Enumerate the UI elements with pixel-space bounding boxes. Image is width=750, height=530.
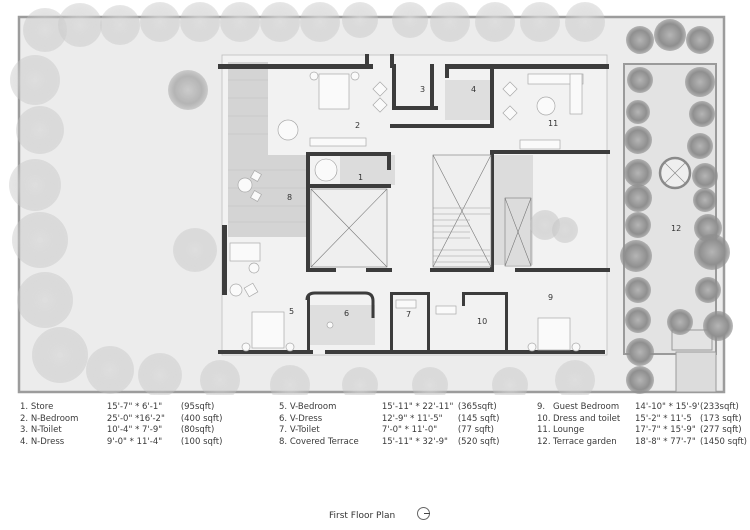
legend-area: (77 sqft) (457, 425, 494, 436)
sofa-icon (229, 242, 261, 262)
terrace-garden (620, 19, 733, 394)
room-legend-column-1: 1. Store 15'-7" * 6'-1" (95sqft) 2. N-Bedr… (20, 402, 222, 448)
legend-area: (400 sqft) (180, 413, 223, 424)
legend-num: 4. (20, 436, 29, 447)
legend-row: 9. Guest Bedroom 14'-10" * 15'-9'(233sqft) (537, 402, 747, 414)
north-arrow-icon (417, 507, 430, 520)
legend-dimensions: 18'-8" * 77'-7" (635, 436, 696, 447)
legend-room-name: Dress and toilet (553, 413, 621, 424)
courtyard-tree (530, 210, 578, 243)
legend-row: 5. V-Bedroom 15'-11" * 22'-11"(365sqft) (279, 402, 499, 414)
legend-area: (80sqft) (180, 425, 215, 436)
legend-area: (277 sqft) (700, 425, 742, 436)
room-label-12: 12 (671, 224, 681, 233)
legend-row: 11.Lounge 17'-7" * 15'-9" (277 sqft) (537, 425, 747, 437)
legend-room-name: Store (30, 402, 54, 412)
legend-dimensions: 14'-10" * 15'-9' (635, 402, 700, 412)
legend-room-name: Guest Bedroom (553, 402, 620, 412)
legend-num: 6. (279, 413, 288, 424)
legend-row: 1. Store 15'-7" * 6'-1" (95sqft) (20, 402, 222, 414)
legend-num: 7. (279, 425, 288, 436)
legend-dimensions: 15'-11" * 22'-11" (381, 402, 454, 412)
room-label-11: 11 (548, 119, 558, 128)
room-label-9: 9 (548, 293, 553, 302)
bed-icon (251, 311, 285, 349)
left-garden-trees (9, 2, 605, 395)
legend-dimensions: 15'-7" * 6'-1" (106, 402, 163, 412)
legend-dimensions: 25'-0" *16'-2" (106, 413, 165, 424)
walls (218, 54, 610, 354)
room-legend-column-2: 5. V-Bedroom 15'-11" * 22'-11"(365sqft) 6… (279, 402, 499, 448)
spiral-stair-icon (314, 158, 338, 182)
legend-num: 3. (20, 425, 29, 436)
room-label-8: 8 (287, 193, 292, 202)
legend-room-name: V-Dress (289, 413, 323, 424)
legend-row: 4. N-Dress 9'-0" * 11'-4" (100 sqft) (20, 437, 222, 449)
legend-num: 2. (20, 413, 29, 424)
room-label-5: 5 (289, 307, 294, 316)
legend-num: 8. (279, 436, 288, 447)
legend-area: (100 sqft) (180, 436, 223, 447)
sofa-icon (527, 73, 584, 85)
room-label-3: 3 (420, 85, 425, 94)
legend-area: (365sqft) (457, 402, 497, 412)
legend-area: (1450 sqft) (700, 436, 747, 447)
legend-room-name: Terrace garden (553, 436, 617, 447)
coffee-table-icon (536, 96, 556, 116)
legend-room-name: Lounge (553, 425, 585, 436)
room-labels: 1 2 3 4 5 6 7 8 9 10 11 12 (287, 85, 681, 326)
bed-icon (318, 73, 350, 110)
legend-num: 11. (537, 425, 551, 436)
room-label-4: 4 (471, 85, 476, 94)
v-dress-curved-wall (305, 291, 375, 318)
floor-plan-drawing: 1 2 3 4 5 6 7 8 9 10 11 12 (9, 2, 733, 395)
legend-area: (520 sqft) (457, 436, 500, 447)
staircase-icon (433, 207, 490, 263)
legend-room-name: N-Bedroom (30, 413, 79, 424)
legend-room-name: V-Toilet (289, 425, 320, 436)
legend-room-name: Covered Terrace (289, 436, 359, 447)
legend-area: (145 sqft) (457, 413, 500, 424)
legend-room-name: N-Dress (30, 436, 65, 447)
legend-dimensions: 12'-9" * 11'-5" (381, 413, 443, 424)
legend-row: 8. Covered Terrace 15'-11" * 32'-9" (520 s… (279, 437, 499, 449)
legend-area: (233sqft) (700, 402, 739, 412)
legend-dimensions: 7'-0" * 11'-0" (381, 425, 438, 436)
legend-area: (95sqft) (180, 402, 215, 412)
legend-row: 7. V-Toilet 7'-0" * 11'-0" (77 sqft) (279, 425, 499, 437)
legend-room-name: N-Toilet (30, 425, 62, 436)
legend-row: 10.Dress and toilet 15'-2" * 11'-5 (173 sq… (537, 414, 747, 426)
legend-dimensions: 15'-11" * 32'-9" (381, 436, 448, 447)
legend-dimensions: 9'-0" * 11'-4" (106, 436, 163, 447)
legend-dimensions: 17'-7" * 15'-9" (635, 425, 696, 436)
drawing-title: First Floor Plan (329, 511, 396, 521)
legend-dimensions: 15'-2" * 11'-5 (635, 413, 692, 424)
room-label-1: 1 (358, 173, 363, 182)
double-height-voids (310, 154, 532, 268)
legend-row: 12.Terrace garden 18'-8" * 77'-7" (1450 sq… (537, 437, 747, 449)
legend-num: 5. (279, 402, 288, 412)
legend-row: 3. N-Toilet 10'-4" * 7'-9" (80sqft) (20, 425, 222, 437)
room-label-2: 2 (355, 121, 360, 130)
room-label-6: 6 (344, 309, 349, 318)
legend-area: (173 sqft) (700, 413, 742, 424)
room-label-10: 10 (477, 317, 487, 326)
room-label-7: 7 (406, 310, 411, 319)
legend-num: 10. (537, 413, 551, 424)
legend-row: 6. V-Dress 12'-9" * 11'-5" (145 sqft) (279, 414, 499, 426)
legend-num: 9. (537, 402, 546, 412)
round-table-icon (277, 119, 299, 141)
room-legend-column-3: 9. Guest Bedroom 14'-10" * 15'-9'(233sqft)… (537, 402, 747, 448)
legend-room-name: V-Bedroom (289, 402, 337, 412)
legend-dimensions: 10'-4" * 7'-9" (106, 425, 163, 436)
bed-icon (537, 317, 571, 351)
legend-row: 2. N-Bedroom 25'-0" *16'-2" (400 sqft) (20, 414, 222, 426)
legend-num: 1. (20, 402, 29, 412)
legend-num: 12. (537, 436, 551, 447)
furniture (229, 71, 584, 352)
